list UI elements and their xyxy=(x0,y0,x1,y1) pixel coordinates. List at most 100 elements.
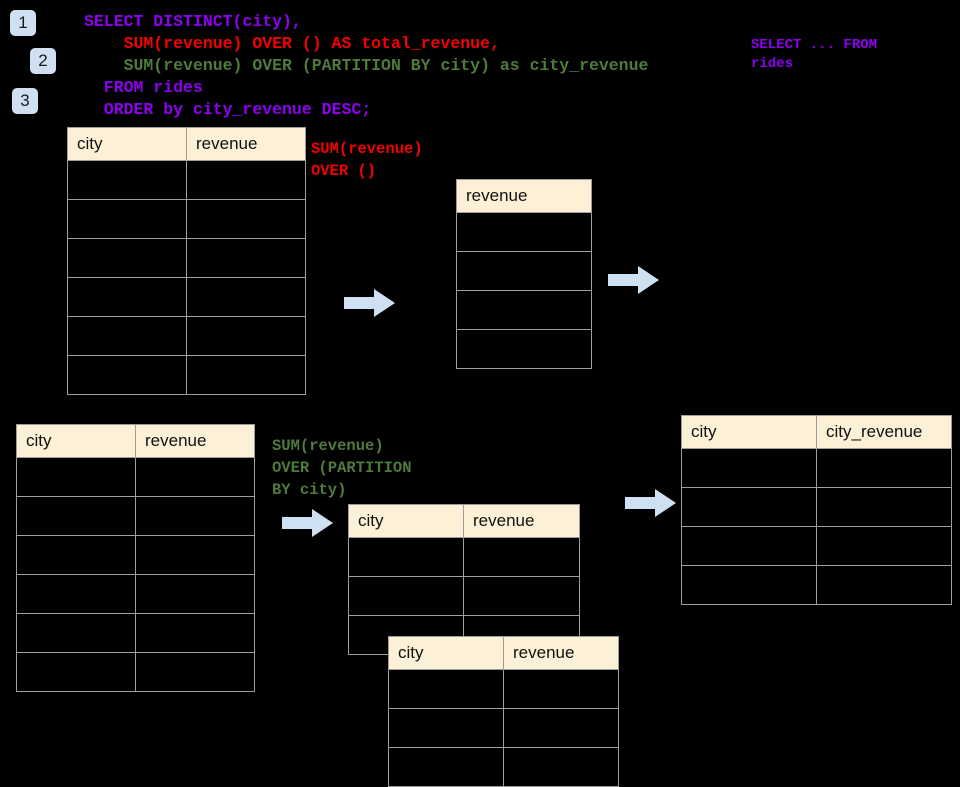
annotation-sum-over-partition: SUM(revenue) OVER (PARTITION BY city) xyxy=(272,437,412,499)
table-row xyxy=(67,316,306,356)
table-row xyxy=(16,535,255,575)
column-header-revenue: revenue xyxy=(186,127,306,161)
table-row xyxy=(16,496,255,536)
cell-city xyxy=(16,457,136,497)
arrow-partition-to-result-icon xyxy=(625,489,676,517)
table-result: city city_revenue xyxy=(681,415,952,605)
cell-city xyxy=(348,576,464,616)
table-source-top: city revenue xyxy=(67,127,306,395)
cell-city xyxy=(67,199,187,239)
step-badge-3: 3 xyxy=(12,88,38,114)
table-total-revenue: revenue xyxy=(456,179,592,369)
column-header-revenue: revenue xyxy=(135,424,255,458)
cell-city-revenue xyxy=(816,487,952,527)
cell-city-revenue xyxy=(816,448,952,488)
cell-city xyxy=(681,448,817,488)
column-header-revenue: revenue xyxy=(456,179,592,213)
table-row xyxy=(67,238,306,278)
cell-revenue xyxy=(456,251,592,291)
cell-revenue xyxy=(463,537,580,577)
column-header-revenue: revenue xyxy=(463,504,580,538)
annotation-select-from-rides: SELECT ... FROM rides xyxy=(751,37,878,72)
table-header-row: city revenue xyxy=(67,127,306,161)
cell-city xyxy=(348,537,464,577)
table-row xyxy=(456,290,592,330)
cell-city xyxy=(16,574,136,614)
table-row xyxy=(456,212,592,252)
cell-revenue xyxy=(456,290,592,330)
cell-revenue xyxy=(186,277,306,317)
cell-revenue xyxy=(186,160,306,200)
cell-city-revenue xyxy=(816,526,952,566)
table-row xyxy=(16,652,255,692)
arrow-source-to-total-icon xyxy=(344,289,395,317)
cell-revenue xyxy=(503,747,619,787)
sql-line-from: FROM rides xyxy=(84,78,203,97)
cell-revenue xyxy=(456,329,592,369)
table-row xyxy=(67,277,306,317)
table-partition-front: city revenue xyxy=(388,636,619,787)
cell-revenue xyxy=(135,496,255,536)
cell-city xyxy=(67,355,187,395)
cell-city xyxy=(16,652,136,692)
table-row xyxy=(67,355,306,395)
table-source-bottom: city revenue xyxy=(16,424,255,692)
column-header-city-revenue: city_revenue xyxy=(816,415,952,449)
table-row xyxy=(388,708,619,748)
table-row xyxy=(681,487,952,527)
cell-city xyxy=(16,496,136,536)
table-row xyxy=(681,526,952,566)
cell-city xyxy=(67,160,187,200)
cell-revenue xyxy=(463,576,580,616)
column-header-city: city xyxy=(388,636,504,670)
column-header-city: city xyxy=(348,504,464,538)
cell-revenue xyxy=(186,355,306,395)
cell-city xyxy=(388,669,504,709)
table-row xyxy=(388,669,619,709)
cell-city xyxy=(67,238,187,278)
cell-city xyxy=(681,565,817,605)
table-header-row: city city_revenue xyxy=(681,415,952,449)
cell-revenue xyxy=(186,238,306,278)
table-row xyxy=(16,613,255,653)
table-header-row: city revenue xyxy=(348,504,580,538)
sql-line-total-revenue: SUM(revenue) OVER () AS total_revenue, xyxy=(84,34,500,53)
column-header-city: city xyxy=(681,415,817,449)
table-row xyxy=(681,565,952,605)
step-badge-1: 1 xyxy=(10,10,36,36)
cell-revenue xyxy=(186,199,306,239)
cell-city xyxy=(388,747,504,787)
sql-line-select: SELECT DISTINCT(city), xyxy=(84,12,302,31)
column-header-city: city xyxy=(67,127,187,161)
table-row xyxy=(388,747,619,787)
table-row xyxy=(456,329,592,369)
column-header-city: city xyxy=(16,424,136,458)
cell-revenue xyxy=(135,652,255,692)
table-row xyxy=(348,537,580,577)
cell-revenue xyxy=(186,316,306,356)
annotation-sum-over-empty: SUM(revenue) OVER () xyxy=(311,140,423,180)
arrow-total-to-result-icon xyxy=(608,266,659,294)
cell-revenue xyxy=(503,708,619,748)
cell-city-revenue xyxy=(816,565,952,605)
cell-revenue xyxy=(135,457,255,497)
table-row xyxy=(456,251,592,291)
step-badge-2: 2 xyxy=(30,48,56,74)
cell-city xyxy=(681,487,817,527)
table-row xyxy=(67,199,306,239)
table-header-row: city revenue xyxy=(16,424,255,458)
diagram-canvas: 1 2 3 SELECT DISTINCT(city), SUM(revenue… xyxy=(10,10,952,787)
table-row xyxy=(16,574,255,614)
table-partition-back: city revenue xyxy=(348,504,580,655)
cell-revenue xyxy=(456,212,592,252)
cell-city xyxy=(67,316,187,356)
table-row xyxy=(67,160,306,200)
cell-city xyxy=(67,277,187,317)
cell-revenue xyxy=(503,669,619,709)
cell-revenue xyxy=(135,574,255,614)
cell-city xyxy=(388,708,504,748)
arrow-source-to-partition-icon xyxy=(282,509,333,537)
table-row xyxy=(681,448,952,488)
cell-revenue xyxy=(135,535,255,575)
sql-line-city-revenue: SUM(revenue) OVER (PARTITION BY city) as… xyxy=(84,56,649,75)
